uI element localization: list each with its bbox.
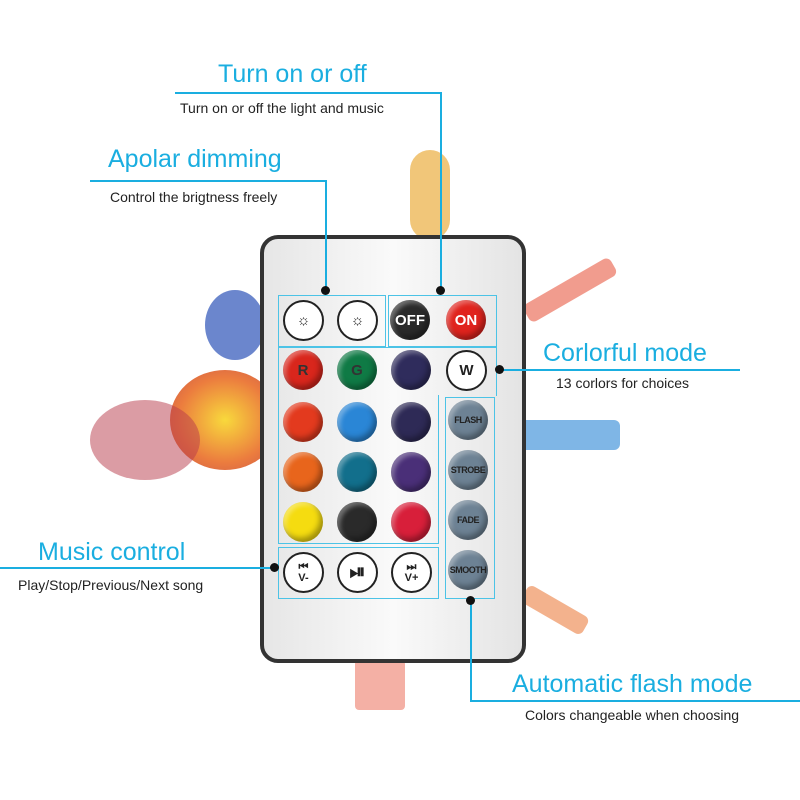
dimming-title: Apolar dimming xyxy=(108,145,282,173)
dimming-line-v xyxy=(325,180,327,290)
power-dot xyxy=(436,286,445,295)
off-button[interactable]: OFF xyxy=(390,300,430,340)
color-button[interactable] xyxy=(391,452,431,492)
music-line xyxy=(0,567,273,569)
color-button[interactable] xyxy=(337,402,377,442)
color-button[interactable] xyxy=(391,402,431,442)
play-pause-button[interactable]: ⏯ xyxy=(337,552,378,593)
previous-icon: ⏮ xyxy=(298,560,309,573)
color-button[interactable] xyxy=(283,502,323,542)
color-group-bottom xyxy=(278,395,439,544)
volume-down-label: V- xyxy=(298,571,309,584)
music-title: Music control xyxy=(38,538,186,566)
color-dot xyxy=(495,365,504,374)
power-subtitle: Turn on or off the light and music xyxy=(180,100,384,116)
dimming-dot xyxy=(321,286,330,295)
flash-title: Automatic flash mode xyxy=(512,670,753,698)
power-group xyxy=(388,295,497,347)
flash-subtitle: Colors changeable when choosing xyxy=(525,707,740,723)
music-subtitle: Play/Stop/Previous/Next song xyxy=(18,577,204,593)
music-group xyxy=(278,547,439,599)
brightness-down-icon: ☼ xyxy=(350,312,365,329)
dimming-subtitle: Control the brigtness freely xyxy=(110,189,278,205)
color-button[interactable]: W xyxy=(446,350,487,391)
next-button[interactable]: ⏭V+ xyxy=(391,552,432,593)
color-button[interactable] xyxy=(283,452,323,492)
color-line xyxy=(497,369,740,371)
color-button[interactable]: G xyxy=(337,350,377,390)
color-button[interactable] xyxy=(337,452,377,492)
power-line xyxy=(175,92,441,94)
color-button[interactable] xyxy=(337,502,377,542)
flash-line-v xyxy=(470,600,472,700)
color-button[interactable] xyxy=(391,350,431,390)
flash-dot xyxy=(466,596,475,605)
on-button[interactable]: ON xyxy=(446,300,486,340)
brightness-down-button[interactable]: ☼ xyxy=(337,300,378,341)
brightness-up-icon: ☼ xyxy=(296,312,311,329)
color-button[interactable] xyxy=(391,502,431,542)
volume-up-label: V+ xyxy=(404,571,419,584)
next-icon: ⏭ xyxy=(406,560,417,573)
color-subtitle: 13 corlors for choices xyxy=(556,375,690,391)
dimming-line xyxy=(90,180,326,182)
mode-button-strobe[interactable]: STROBE xyxy=(448,450,488,490)
color-button[interactable]: R xyxy=(283,350,323,390)
music-dot xyxy=(270,563,279,572)
mode-button-smooth[interactable]: SMOOTH xyxy=(448,550,488,590)
mode-button-flash[interactable]: FLASH xyxy=(448,400,488,440)
flash-line xyxy=(470,700,800,702)
power-title: Turn on or off xyxy=(218,60,367,88)
mode-button-fade[interactable]: FADE xyxy=(448,500,488,540)
brightness-up-button[interactable]: ☼ xyxy=(283,300,324,341)
previous-button[interactable]: ⏮V- xyxy=(283,552,324,593)
color-title: Corlorful mode xyxy=(543,339,707,367)
play-pause-icon: ⏯ xyxy=(349,561,366,583)
color-button[interactable] xyxy=(283,402,323,442)
power-line-v xyxy=(440,92,442,290)
dimming-group xyxy=(278,295,386,347)
